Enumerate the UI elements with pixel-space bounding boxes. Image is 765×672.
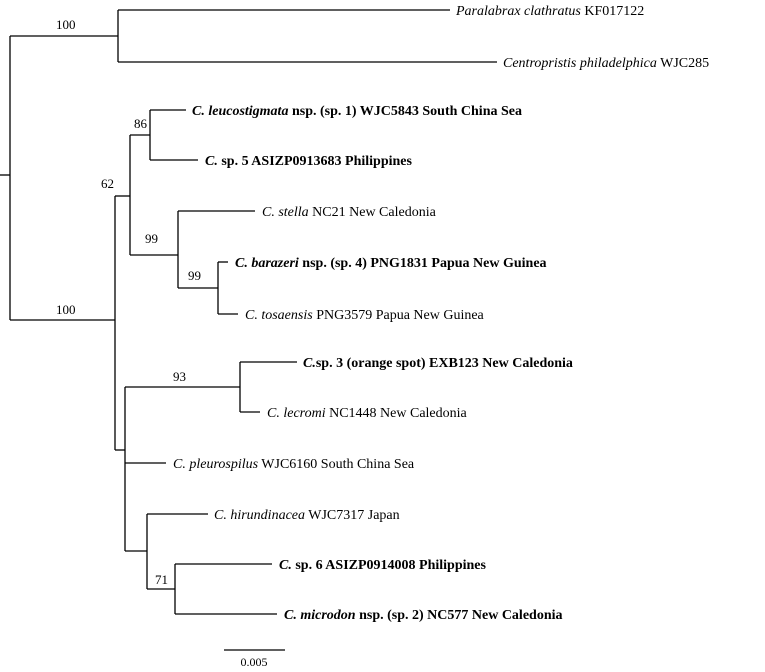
tip-label-barazeri: C. barazeri nsp. (sp. 4) PNG1831 Papua N… bbox=[235, 256, 547, 271]
tip-label-sp3: C.sp. 3 (orange spot) EXB123 New Caledon… bbox=[303, 356, 573, 371]
tip-label-microdon: C. microdon nsp. (sp. 2) NC577 New Caled… bbox=[284, 608, 563, 623]
tip-label-centropristis: Centropristis philadelphica WJC285 bbox=[503, 56, 709, 71]
support-99a: 99 bbox=[145, 231, 158, 246]
tip-label-sp5: C. sp. 5 ASIZP0913683 Philippines bbox=[205, 154, 413, 169]
support-93: 93 bbox=[173, 369, 186, 384]
tip-label-tosaensis: C. tosaensis PNG3579 Papua New Guinea bbox=[245, 308, 485, 323]
tip-label-hirundinacea: C. hirundinacea WJC7317 Japan bbox=[214, 508, 400, 523]
support-86: 86 bbox=[134, 116, 148, 131]
tip-label-leucostigmata: C. leucostigmata nsp. (sp. 1) WJC5843 So… bbox=[192, 104, 522, 119]
scale-bar-label: 0.005 bbox=[241, 655, 268, 669]
support-ingroup: 100 bbox=[56, 302, 76, 317]
tip-label-stella: C. stella NC21 New Caledonia bbox=[262, 205, 437, 220]
tip-label-paralabrax: Paralabrax clathratus KF017122 bbox=[455, 4, 644, 19]
support-outgroup: 100 bbox=[56, 17, 76, 32]
tip-label-sp6: C. sp. 6 ASIZP0914008 Philippines bbox=[279, 558, 487, 573]
support-99b: 99 bbox=[188, 268, 201, 283]
support-62: 62 bbox=[101, 176, 114, 191]
support-71: 71 bbox=[155, 572, 168, 587]
tip-label-lecromi: C. lecromi NC1448 New Caledonia bbox=[267, 406, 468, 421]
tip-label-pleurospilus: C. pleurospilus WJC6160 South China Sea bbox=[173, 457, 415, 472]
